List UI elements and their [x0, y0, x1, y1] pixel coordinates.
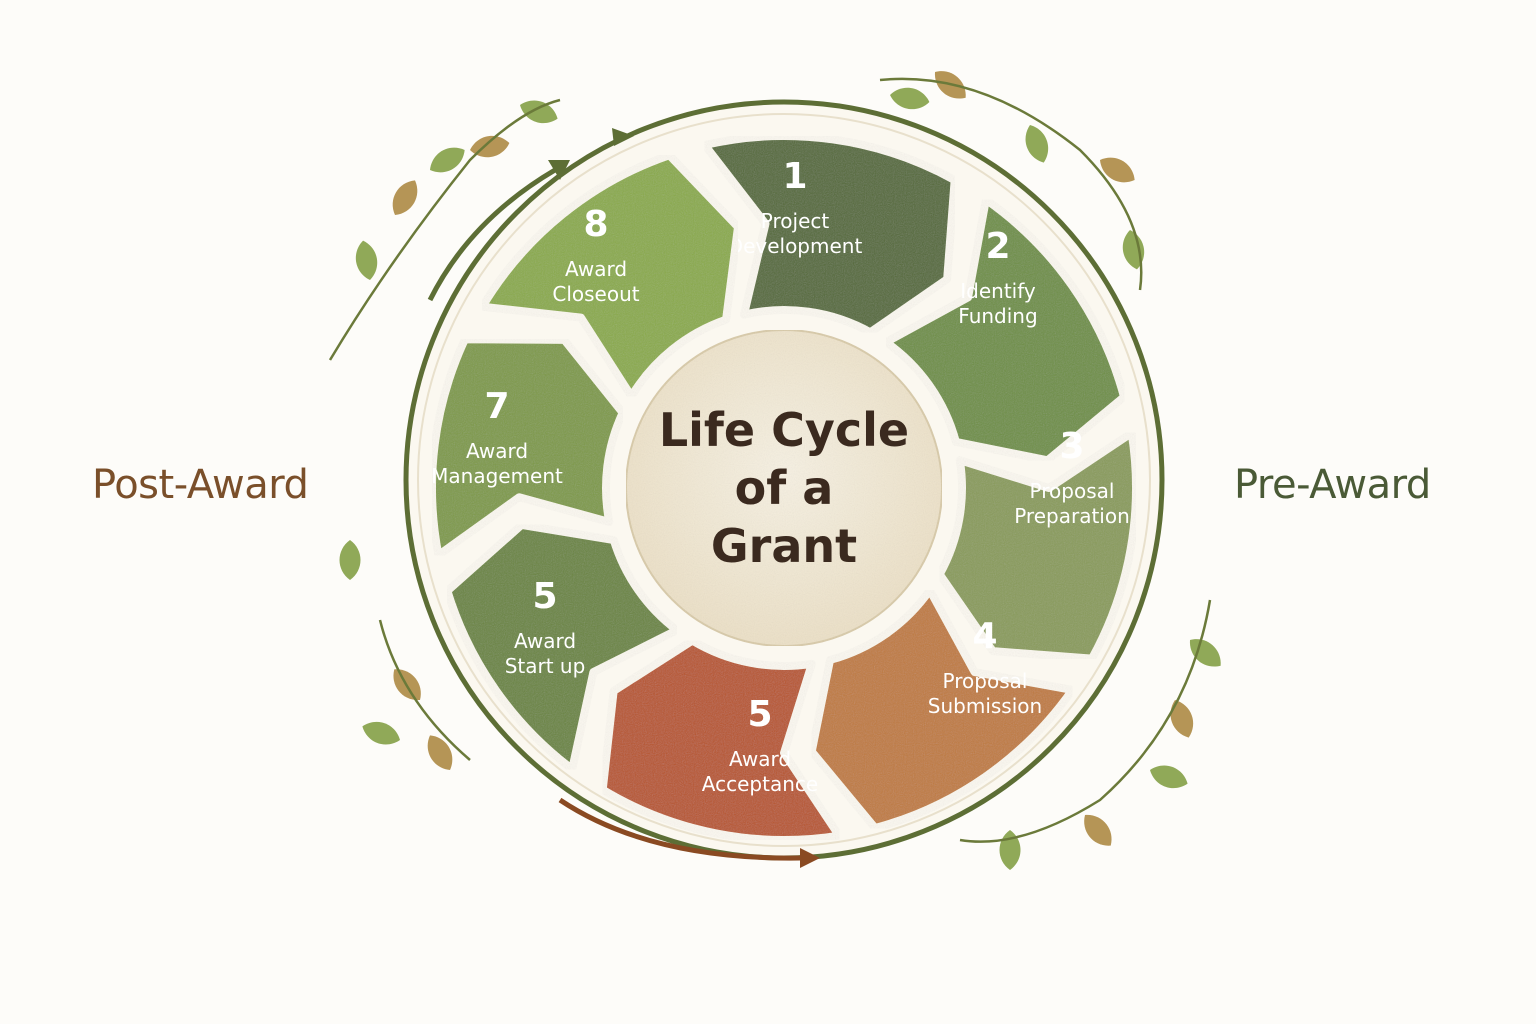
- segment-label-line: Funding: [958, 304, 1037, 328]
- leaf-icon: [427, 735, 453, 770]
- vine: [879, 77, 1143, 291]
- leaf-icon: [1170, 700, 1194, 738]
- segment-shape: [478, 151, 742, 401]
- arrow-bottom: [558, 797, 801, 861]
- segment-label-line: Award: [514, 629, 576, 653]
- leaf-icon: [1122, 230, 1145, 270]
- segment-shape: [428, 335, 627, 560]
- segment-label-line: Acceptance: [702, 772, 818, 796]
- center-disc: Life Cycle of a Grant: [616, 320, 952, 656]
- center-title-line-2: of a: [735, 461, 834, 515]
- leaf-icon: [1025, 125, 1049, 163]
- segment-label-line: Preparation: [1014, 504, 1130, 528]
- post-award-label: Post-Award: [92, 462, 309, 508]
- pre-award-label: Pre-Award: [1234, 462, 1431, 508]
- center-title-line-3: Grant: [711, 519, 857, 573]
- leaf-icon: [1100, 157, 1135, 183]
- segment-label-line: Management: [431, 464, 563, 488]
- center-title-line-1: Life Cycle: [659, 403, 909, 457]
- segment-shape: [807, 586, 1077, 833]
- segment-shape: [935, 428, 1140, 663]
- vine: [328, 98, 561, 361]
- segment-number: 5: [747, 694, 772, 735]
- segment-label-line: Start up: [505, 654, 586, 678]
- segment-label-line: Award: [466, 439, 528, 463]
- decorative-leaves: [328, 71, 1221, 870]
- leaf-icon: [1189, 639, 1221, 667]
- segment-label-line: Award: [729, 747, 791, 771]
- segment-number: 7: [484, 386, 509, 427]
- leaf-icon: [339, 540, 361, 580]
- segment-shape: [700, 132, 959, 337]
- leaf-icon: [890, 87, 930, 110]
- leaf-icon: [430, 147, 465, 173]
- leaf-icon: [362, 721, 400, 745]
- flow-arrows: [427, 128, 820, 868]
- leaf-icon: [520, 100, 558, 124]
- segment-label-line: Identify: [960, 279, 1036, 303]
- vine: [378, 619, 471, 761]
- segment-shape: [598, 636, 844, 844]
- segment-label-line: Proposal: [943, 669, 1028, 693]
- arrow-top-left: [427, 167, 557, 302]
- segment-label-line: Submission: [928, 694, 1042, 718]
- arrow-top-head: [612, 128, 634, 146]
- arrow-top-left-head: [548, 160, 570, 180]
- segment-label-line: Closeout: [552, 282, 639, 306]
- segment-number: 8: [583, 204, 608, 245]
- segment-label-line: Award: [565, 257, 627, 281]
- segment-number: 3: [1059, 426, 1084, 467]
- vine: [959, 599, 1212, 843]
- segment-label-line: Project: [761, 209, 830, 233]
- leaf-icon: [1150, 765, 1188, 789]
- segment-number: 4: [972, 616, 997, 657]
- segment-shape: [443, 520, 681, 774]
- segment-label-line: Development: [728, 234, 863, 258]
- leaf-icon: [355, 240, 378, 280]
- segment-shape: [882, 195, 1129, 465]
- leaf-icon: [1084, 814, 1112, 846]
- segment-number: 1: [782, 156, 807, 197]
- segment-number: 2: [985, 226, 1010, 267]
- segment-label-line: Proposal: [1030, 479, 1115, 503]
- arrow-bottom-head: [800, 848, 820, 868]
- segment-number: 5: [532, 576, 557, 617]
- leaf-icon: [392, 180, 418, 215]
